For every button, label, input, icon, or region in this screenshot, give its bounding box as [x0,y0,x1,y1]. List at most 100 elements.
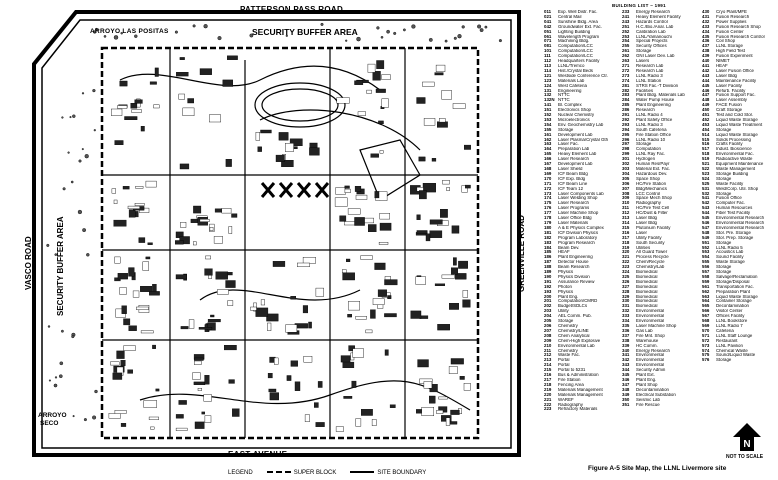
tree-marker [477,24,482,29]
building-footprint [384,279,398,286]
building-name: Exp. Well Distr. Fac. [558,10,598,14]
building-name: Materials Management [558,387,603,392]
building-name: Laser [636,230,647,235]
tree-marker [320,22,324,26]
building-number: 311 [622,206,630,211]
building-footprint [140,286,153,292]
building-number: 170 [544,176,552,181]
building-name: Calibration Lab [636,29,666,34]
building-name: Westside Conference Ctr. [558,73,608,78]
building-footprint [274,357,279,365]
building-number: 448 [702,98,710,103]
building-number: 303 [622,167,630,171]
building-number: 214 [544,363,552,368]
building-name: AEL Comm. Pub. [558,314,592,319]
building-footprint [463,383,471,391]
building-name: Water Pump House [636,98,675,103]
building-name: Warehouse [636,338,659,343]
tree-marker [134,34,138,38]
building-number: 433 [702,24,710,29]
building-number: 451 [702,113,710,118]
building-name: Env. Geochemistry Lab [558,122,604,127]
building-number: 141 [544,103,552,108]
building-number: 165 [544,152,552,157]
building-number: 570 [702,328,710,333]
building-name: HC Comm. [636,343,658,348]
building-footprint [204,268,213,276]
building-footprint [123,318,131,326]
building-name: Plant Eng. [558,294,579,299]
building-number: 549 [702,235,710,240]
building-footprint [255,131,260,141]
building-name: Storage [716,191,732,196]
building-footprint [423,381,433,389]
building-footprint [203,394,212,402]
building-footprint [226,55,238,60]
building-name: Storage [558,319,574,324]
building-number: 568 [702,319,710,324]
building-footprint [417,359,429,368]
building-number: 219 [544,387,552,392]
building-footprint [176,71,189,77]
building-name: Laser Fac. [558,142,579,147]
building-footprint [278,132,289,141]
building-footprint [116,350,125,359]
building-name: Sunshine Bldg. Area [558,19,598,24]
building-number: 299 [622,152,630,157]
building-footprint [381,98,389,108]
building-name: LLNL Radio 5 [716,245,743,250]
building-name: Test and Cold Stor. [716,113,754,118]
building-number: 282 [622,88,630,93]
building-name: Plant Ext. [636,373,655,378]
tree-marker [498,39,502,43]
building-footprint [415,276,426,285]
tree-marker [82,228,87,233]
building-name: Plant Shop [636,382,658,387]
building-footprint [155,388,160,392]
building-number: 515 [702,137,710,142]
building-name: Laser Bldg [636,220,657,225]
building-number: 547 [702,225,710,230]
building-footprint [368,224,377,233]
building-number: 542 [702,201,710,206]
building-footprint [451,225,460,234]
building-number: 315 [622,225,630,230]
building-name: Groundwater Ext. Fac. [558,24,602,29]
tree-marker [69,116,72,119]
tree-marker [411,24,416,29]
building-number: 318 [622,240,630,245]
tree-marker [174,30,178,34]
building-footprint [451,267,458,275]
creek-label-southwest-2: SECO [40,420,59,427]
building-number: 514 [702,132,710,137]
building-footprint [347,208,361,215]
building-number: 571 [702,333,710,338]
building-footprint [197,388,202,391]
building-number: 161 [544,132,552,137]
building-footprint [193,205,202,214]
building-footprint [285,324,298,333]
tree-marker [393,31,397,35]
